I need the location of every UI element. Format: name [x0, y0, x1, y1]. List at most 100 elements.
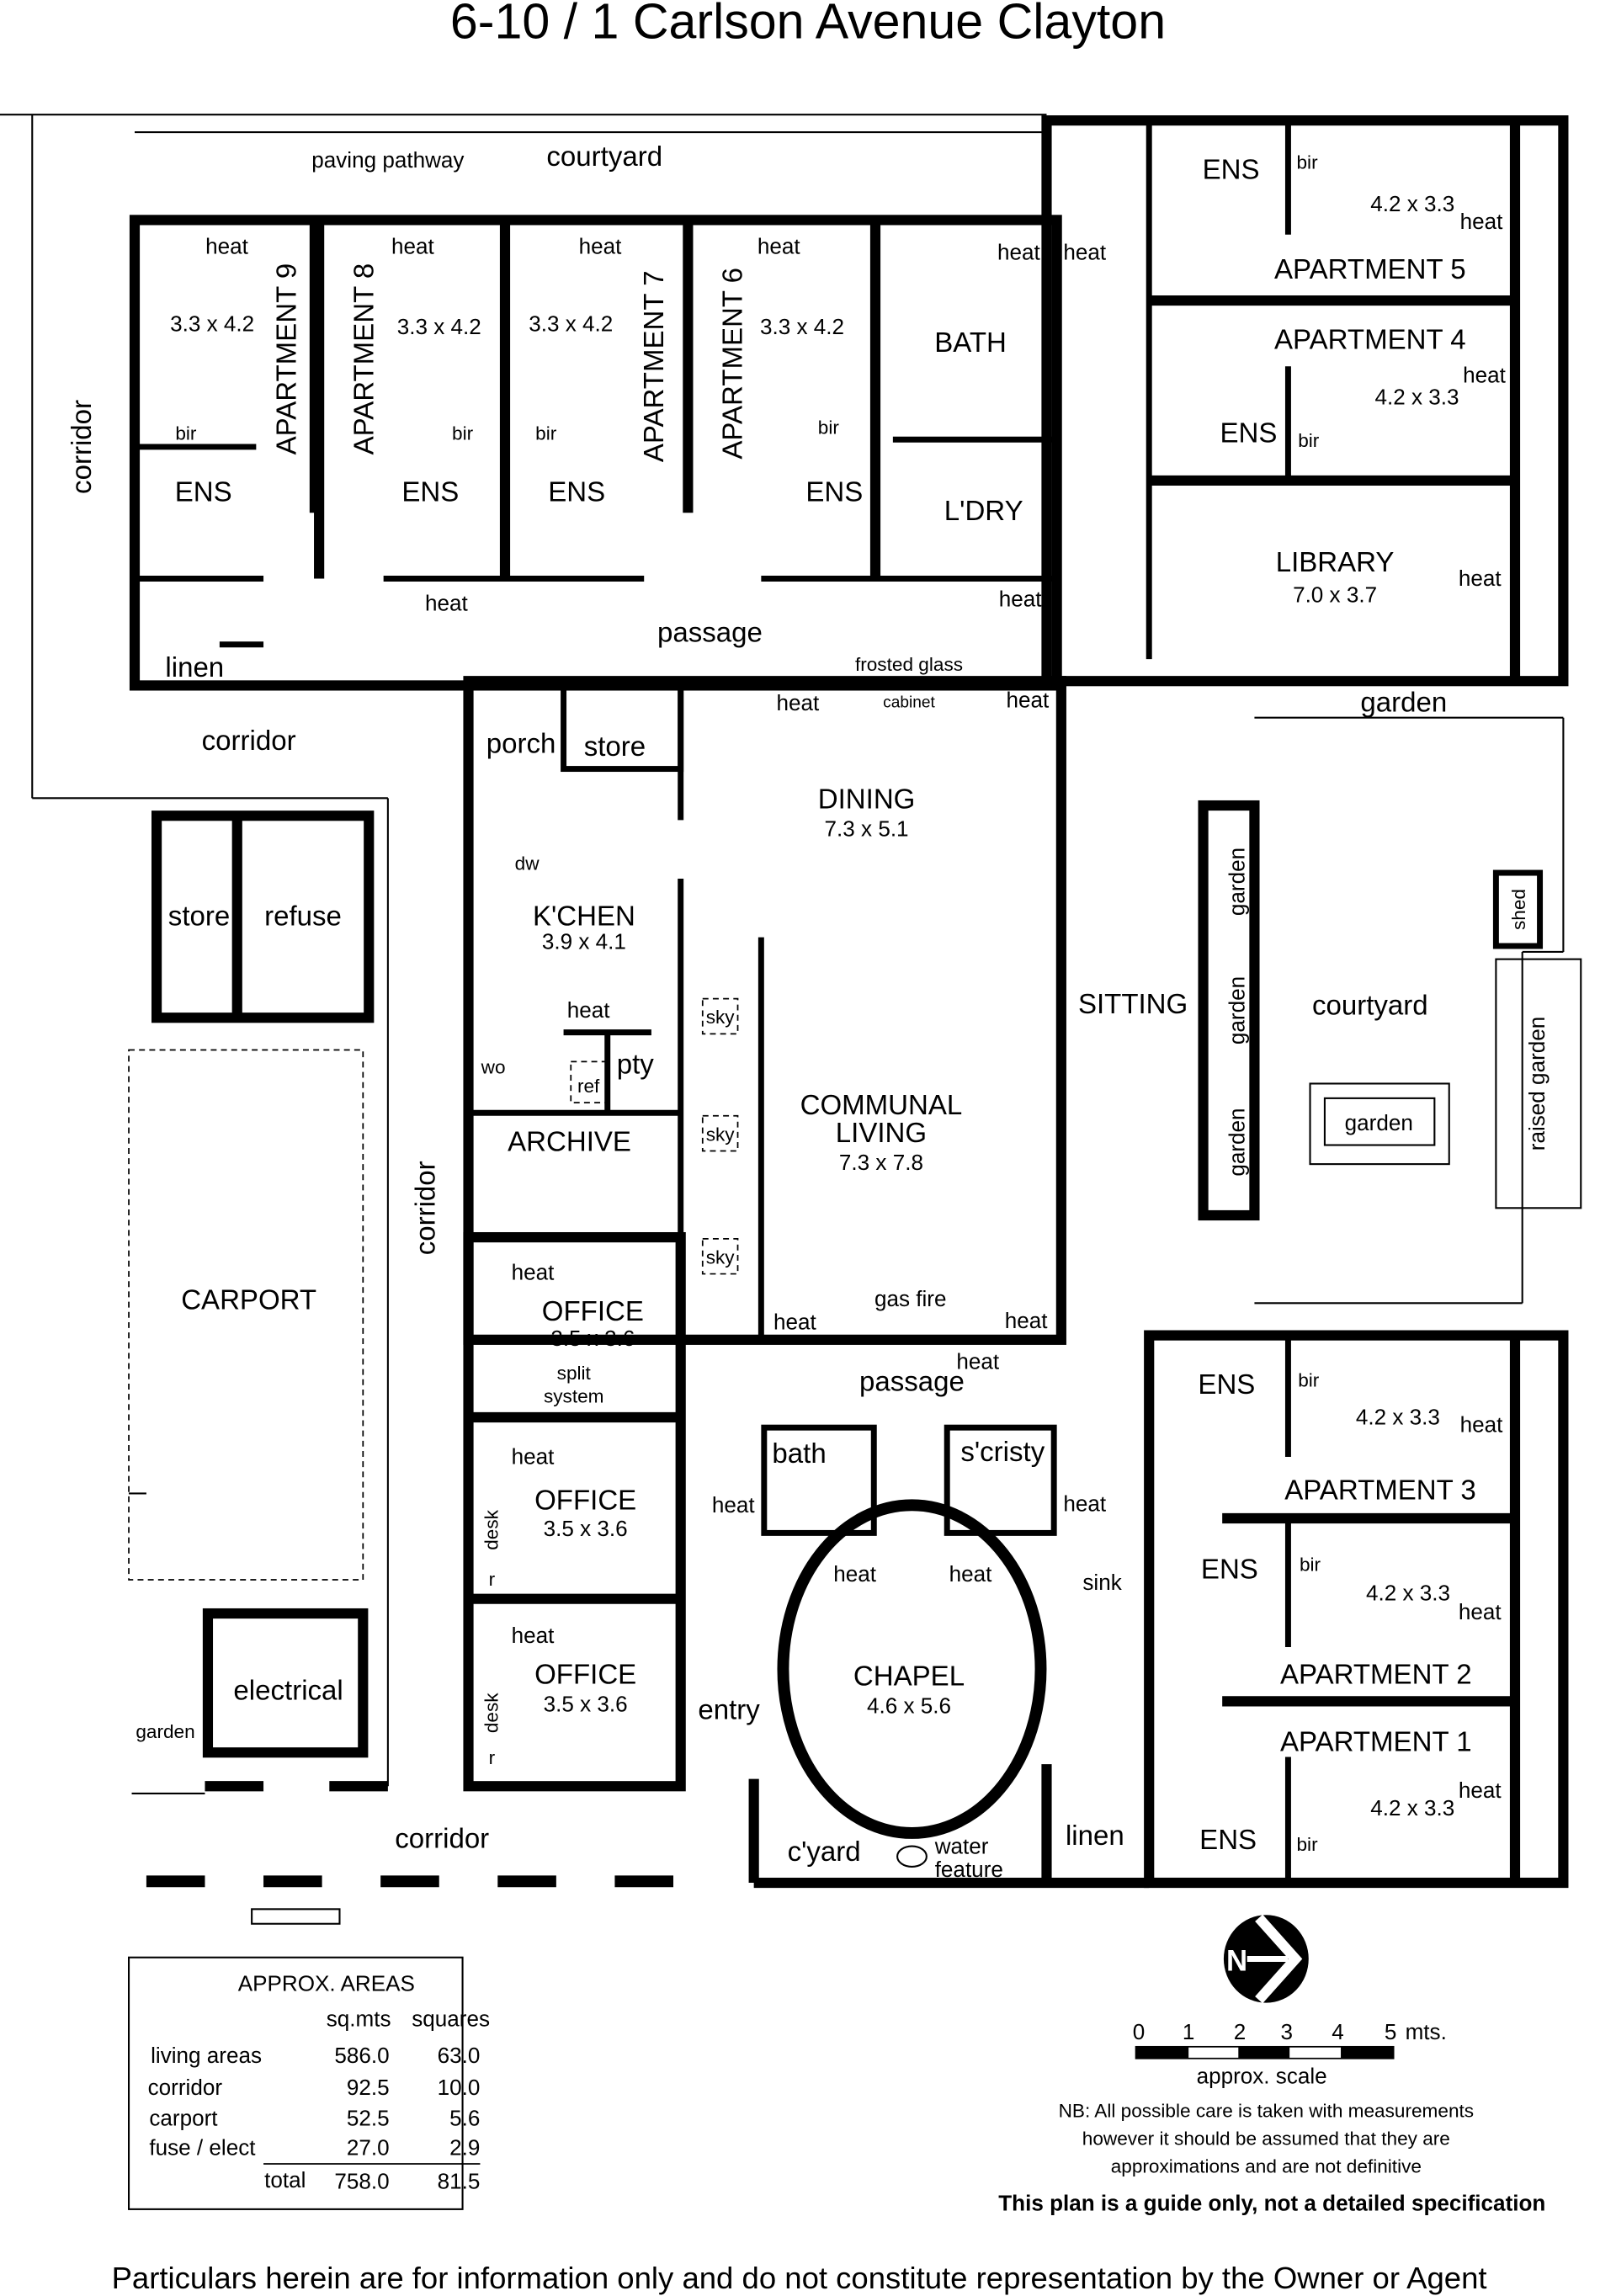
label-sky: sky	[706, 1124, 736, 1145]
scale-tick: 0	[1133, 2019, 1146, 2044]
label-linen: linen	[165, 652, 224, 683]
label-dining-dim: 7.3 x 5.1	[825, 816, 909, 842]
scale-unit: mts.	[1406, 2019, 1447, 2044]
label-corridor-mid: corridor	[202, 725, 296, 757]
label-desk: desk	[481, 1509, 502, 1549]
label-heat: heat	[1460, 1411, 1504, 1437]
label-heat: heat	[999, 587, 1043, 612]
note-line-1: NB: All possible care is taken with meas…	[1059, 2100, 1475, 2121]
label-apartment-8: APARTMENT 8	[348, 263, 380, 455]
label-heat: heat	[512, 1444, 556, 1470]
label-apt7-dim: 3.3 x 4.2	[529, 311, 613, 337]
label-bir: bir	[535, 423, 557, 444]
label-chapel: CHAPEL	[853, 1661, 965, 1692]
label-garden: garden	[1224, 976, 1249, 1044]
label-store: store	[168, 901, 230, 933]
label-office-dim: 3.5 x 3.6	[544, 1692, 628, 1717]
label-apt5-dim: 4.2 x 3.3	[1370, 191, 1454, 216]
label-ref: ref	[577, 1076, 600, 1097]
label-feature: feature	[935, 1857, 1003, 1882]
chapel-wall	[777, 1499, 1047, 1839]
areas-row-sqm: 52.5	[347, 2106, 390, 2131]
label-ens: ENS	[401, 476, 459, 508]
areas-total-label: total	[264, 2167, 306, 2192]
label-communal-dim: 7.3 x 7.8	[839, 1150, 923, 1175]
label-heat: heat	[1063, 239, 1107, 264]
label-library-dim: 7.0 x 3.7	[1293, 582, 1377, 607]
north-label: N	[1226, 1945, 1247, 1977]
areas-row-squares: 2.9	[449, 2135, 480, 2160]
areas-row: carport 52.5 5.6	[149, 2106, 480, 2131]
label-heat: heat	[956, 1349, 1000, 1374]
label-garden: garden	[1224, 1108, 1249, 1176]
label-garden-small: garden	[136, 1721, 194, 1742]
label-bath: BATH	[934, 327, 1007, 359]
label-apartment-6: APARTMENT 6	[718, 268, 749, 460]
label-apt6-dim: 3.3 x 4.2	[760, 314, 844, 339]
guide-note: This plan is a guide only, not a detaile…	[998, 2191, 1545, 2216]
label-apartment-5: APARTMENT 5	[1274, 254, 1466, 285]
label-apartment-1: APARTMENT 1	[1280, 1727, 1472, 1758]
label-wo: wo	[481, 1056, 506, 1077]
note-line-2: however it should be assumed that they a…	[1082, 2128, 1450, 2149]
label-heat: heat	[512, 1260, 556, 1285]
label-courtyard-top: courtyard	[546, 141, 662, 173]
label-water: water	[934, 1833, 989, 1858]
label-heat: heat	[1463, 362, 1507, 387]
label-paving-pathway: paving pathway	[311, 147, 464, 173]
label-porch: porch	[486, 728, 556, 759]
label-sink: sink	[1082, 1570, 1122, 1595]
label-bir: bir	[1300, 1555, 1321, 1576]
label-ens: ENS	[805, 476, 863, 508]
label-ens: ENS	[548, 476, 605, 508]
label-heat: heat	[1460, 209, 1504, 234]
label-office-dim: 3.5 x 3.6	[544, 1516, 628, 1541]
label-bir: bir	[452, 423, 474, 444]
label-garden: garden	[1224, 848, 1249, 916]
label-bath-small: bath	[772, 1438, 826, 1470]
scale-tick: 1	[1183, 2019, 1195, 2044]
areas-title: APPROX. AREAS	[238, 1971, 415, 1996]
north-arrow: N	[1223, 1914, 1309, 2004]
label-entry: entry	[698, 1694, 760, 1725]
scale-tick: 3	[1280, 2019, 1293, 2044]
note-line-3: approximations and are not definitive	[1111, 2155, 1422, 2176]
label-office: OFFICE	[542, 1296, 644, 1327]
label-living: LIVING	[836, 1118, 927, 1149]
scale-bar: 0 1 2 3 4 5 mts. approx. scale	[1133, 2019, 1447, 2088]
water-feature-icon	[896, 1845, 928, 1868]
label-heat: heat	[205, 233, 249, 258]
areas-total-squares: 81.5	[438, 2169, 481, 2194]
label-heat: heat	[833, 1561, 877, 1586]
label-library: LIBRARY	[1276, 547, 1395, 578]
areas-row-label: fuse / elect	[149, 2135, 256, 2160]
label-passage-bottom: passage	[859, 1367, 965, 1398]
areas-row: living areas 586.0 63.0	[151, 2043, 480, 2068]
disclaimer-footer: Particulars herein are for information o…	[112, 2261, 1487, 2295]
label-ens: ENS	[1201, 1554, 1258, 1585]
label-dining: DINING	[818, 784, 916, 816]
plan-title: 6-10 / 1 Carlson Avenue Clayton	[450, 0, 1166, 50]
label-apt3-dim: 4.2 x 3.3	[1356, 1405, 1440, 1430]
scale-tick: 4	[1332, 2019, 1344, 2044]
label-apt2-dim: 4.2 x 3.3	[1366, 1580, 1450, 1605]
label-gas-fire: gas fire	[874, 1286, 947, 1311]
label-heat: heat	[1006, 688, 1050, 713]
label-heat: heat	[1459, 1599, 1502, 1624]
label-cabinet: cabinet	[883, 694, 935, 712]
label-heat: heat	[391, 233, 435, 258]
label-refuse: refuse	[264, 901, 342, 933]
label-carport: CARPORT	[181, 1284, 316, 1315]
label-sky: sky	[706, 1007, 736, 1028]
label-electrical: electrical	[233, 1676, 343, 1707]
label-system: system	[544, 1386, 604, 1407]
label-heat: heat	[1459, 1778, 1502, 1803]
label-garden: garden	[1360, 688, 1447, 719]
label-heat: heat	[567, 997, 611, 1023]
areas-row-label: living areas	[151, 2043, 262, 2068]
label-heat: heat	[579, 233, 623, 258]
label-split: split	[557, 1363, 592, 1384]
label-pty: pty	[617, 1049, 655, 1080]
label-office: OFFICE	[534, 1485, 636, 1517]
